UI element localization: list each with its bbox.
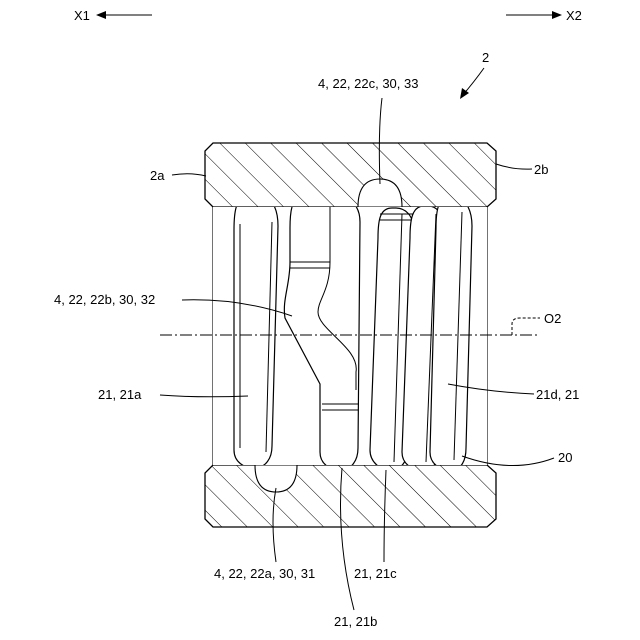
label-20: 20	[558, 450, 572, 465]
assembly-label: 2	[482, 50, 489, 65]
axis-o2-leader	[512, 318, 540, 335]
label-21c: 21, 21c	[354, 566, 397, 581]
label-2b: 2b	[534, 162, 548, 177]
direction-x1: X1	[74, 8, 152, 23]
label-21a: 21, 21a	[98, 387, 142, 402]
coil-group	[213, 196, 487, 470]
label-top-callout: 4, 22, 22c, 30, 33	[318, 76, 418, 91]
axis-o2-label: O2	[544, 311, 561, 326]
label-bottom-left: 4, 22, 22a, 30, 31	[214, 566, 315, 581]
label-2a: 2a	[150, 168, 165, 183]
housing-bottom-wall	[205, 465, 496, 527]
coil-21d	[430, 196, 472, 470]
label-mid-callout: 4, 22, 22b, 30, 32	[54, 292, 155, 307]
direction-x1-label: X1	[74, 8, 90, 23]
label-21b: 21, 21b	[334, 614, 377, 629]
direction-x2: X2	[506, 8, 582, 23]
direction-x2-label: X2	[566, 8, 582, 23]
label-21d: 21d, 21	[536, 387, 579, 402]
housing-top-wall	[205, 143, 496, 207]
